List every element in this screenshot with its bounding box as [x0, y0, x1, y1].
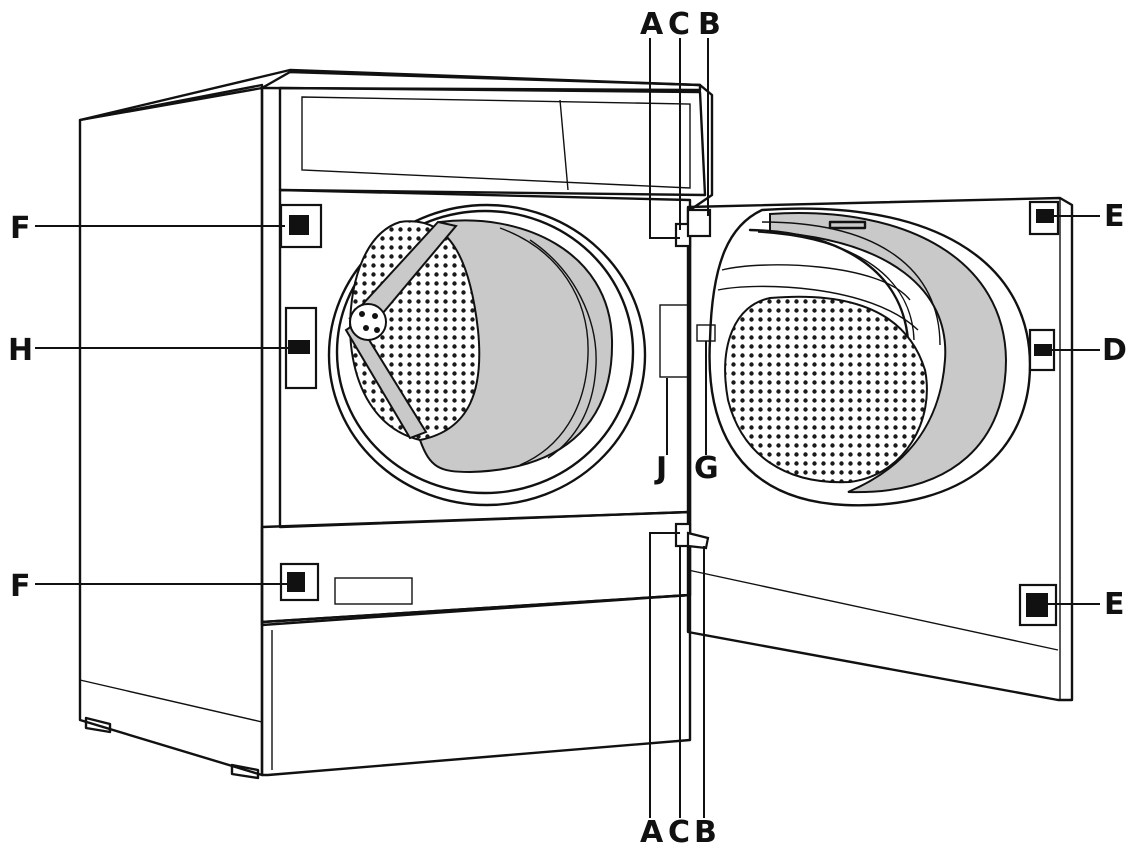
- label-c-top: C: [668, 7, 690, 42]
- label-b-bottom: B: [694, 815, 717, 848]
- door-filter: [724, 295, 928, 484]
- label-f-bottom: F: [10, 569, 31, 604]
- label-j: J: [654, 451, 667, 486]
- label-c-bottom: C: [668, 815, 690, 848]
- leader-lines: [35, 38, 1100, 818]
- open-door: [686, 196, 1074, 702]
- label-e-top: E: [1104, 199, 1125, 234]
- hinge-bottom: [674, 522, 710, 550]
- control-panel: [278, 86, 707, 197]
- label-g: G: [694, 451, 719, 486]
- front-panel: [278, 188, 692, 529]
- label-b-top: B: [698, 7, 721, 42]
- label-d: D: [1102, 333, 1127, 368]
- label-e-bottom: E: [1104, 587, 1125, 622]
- callout-labels: A C B F H F E D E J G A C B: [8, 7, 1127, 848]
- door-switch-g: [696, 324, 716, 342]
- label-h: H: [8, 333, 33, 368]
- label-a-bottom: A: [640, 815, 664, 848]
- label-plate-j: [659, 304, 689, 378]
- label-a-top: A: [640, 7, 664, 42]
- lower-panel: [260, 510, 692, 777]
- hinge-top: [674, 208, 712, 248]
- label-f-top: F: [10, 211, 31, 246]
